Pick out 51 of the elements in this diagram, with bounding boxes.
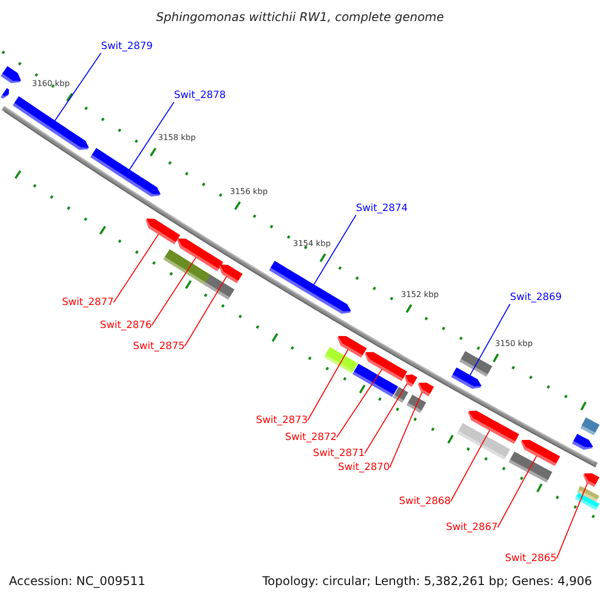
gene-label: Swit_2865: [505, 553, 557, 565]
gene-label: Swit_2870: [338, 462, 390, 474]
leader-line: [497, 455, 538, 528]
leader-line: [313, 214, 356, 286]
gene-block: [269, 260, 352, 314]
gene-label: Swit_2874: [356, 203, 408, 215]
leader-line: [450, 430, 490, 502]
gene-block: [364, 352, 408, 382]
leader-line: [556, 482, 588, 559]
gene-label: Swit_2869: [510, 292, 562, 304]
leader-line: [364, 383, 408, 454]
leader-line: [307, 349, 348, 421]
gene-label: Swit_2872: [285, 432, 337, 444]
title: Sphingomonas wittichii RW1, complete genome: [156, 10, 444, 25]
gene-label: Swit_2879: [101, 41, 153, 53]
footer-text: Topology: circular; Length: 5,382,261 bp; Genes: 4,906: [262, 574, 592, 589]
leader-line: [389, 392, 422, 468]
gene-block: [520, 440, 560, 466]
gene-label: Swit_2876: [100, 320, 152, 332]
gene-block: [418, 382, 434, 396]
tick-label: 3154 kbp: [293, 239, 331, 249]
gene-label: Swit_2867: [446, 522, 498, 534]
gene-block: [451, 367, 482, 389]
tick-label: 3150 kbp: [495, 339, 533, 349]
gene-label: Swit_2875: [133, 341, 185, 353]
leader-line: [469, 304, 510, 376]
leader-line: [54, 52, 102, 122]
tick-label: 3158 kbp: [158, 133, 196, 143]
tick-label: 3152 kbp: [401, 290, 439, 300]
leader-line: [336, 368, 382, 438]
gene-block: [404, 374, 418, 387]
gene-label: Swit_2873: [256, 415, 308, 427]
leader-line: [113, 234, 160, 303]
gene-label: Swit_2877: [62, 297, 114, 309]
gene-label: Swit_2868: [399, 496, 451, 508]
gene-block: [218, 264, 242, 284]
footer-text: Accession: NC_009511: [9, 574, 146, 589]
gene-block: [146, 218, 180, 244]
leader-line: [184, 276, 227, 347]
gene-block: [337, 336, 367, 358]
gene-block: [90, 148, 161, 196]
gene-block: [12, 96, 90, 150]
tick-label: 3156 kbp: [230, 187, 268, 197]
leader-line: [128, 102, 174, 170]
gene-label: Swit_2871: [313, 448, 365, 460]
gene-label: Swit_2878: [174, 90, 226, 102]
gene-block: [176, 238, 224, 272]
gene-block: [583, 473, 600, 487]
leader-line: [151, 257, 196, 326]
gene-block: [468, 410, 520, 444]
tick-label: 3160 kbp: [32, 79, 70, 89]
